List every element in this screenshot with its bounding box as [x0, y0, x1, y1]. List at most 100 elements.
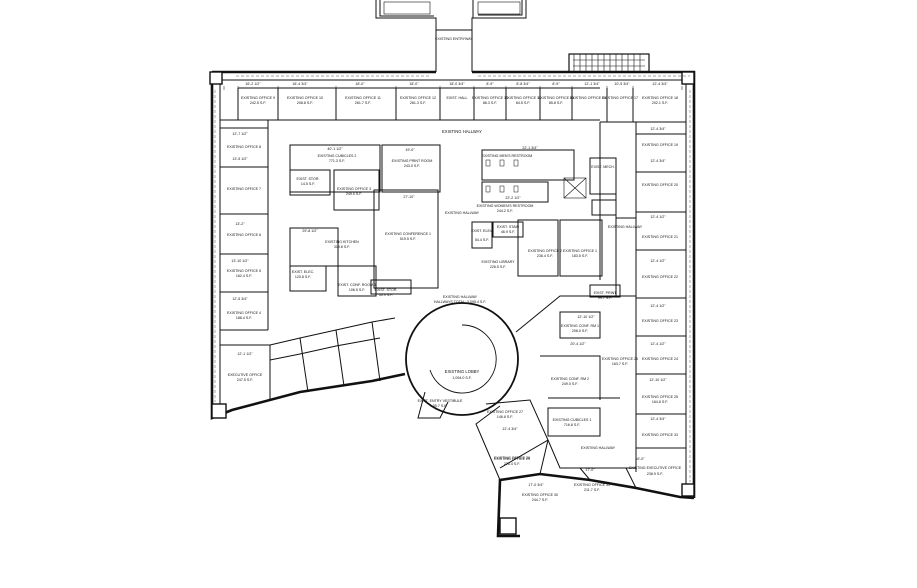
svg-text:208.8 S.F.: 208.8 S.F.: [297, 101, 313, 105]
label-storage-2: EXIST. STOR.50.9 S.F.: [375, 288, 398, 297]
svg-text:EXISTING PRINT ROOM: EXISTING PRINT ROOM: [392, 159, 433, 163]
svg-text:261.3 S.F.: 261.3 S.F.: [410, 101, 426, 105]
svg-text:13'-5 1/2": 13'-5 1/2": [232, 157, 248, 161]
svg-text:EXISTING OFFICE 21: EXISTING OFFICE 21: [642, 235, 678, 239]
svg-text:206.0 S.F.: 206.0 S.F.: [572, 329, 588, 333]
label-office-17: 10'-5 3/4"EXISTING OFFICE 17: [602, 82, 638, 100]
svg-text:EXIST. HALL: EXIST. HALL: [447, 96, 468, 100]
svg-text:12'-7 1/2": 12'-7 1/2": [232, 132, 248, 136]
svg-text:19'-0": 19'-0": [405, 148, 415, 152]
svg-text:46.9 S.F.: 46.9 S.F.: [501, 230, 515, 234]
label-office-7: 13'-5 1/2"EXISTING OFFICE 7: [227, 157, 261, 191]
label-office-6: 13'-2"EXISTING OFFICE 6: [227, 222, 261, 237]
svg-text:EXISTING CONF. RM 1: EXISTING CONF. RM 1: [561, 324, 599, 328]
svg-text:EXIST. STOR.: EXIST. STOR.: [375, 288, 398, 292]
svg-text:8'-9": 8'-9": [552, 82, 560, 86]
svg-text:EXISTING CUBICLES 2: EXISTING CUBICLES 2: [318, 154, 357, 158]
svg-text:EXISTING WOMEN'S RESTROOM: EXISTING WOMEN'S RESTROOM: [477, 204, 534, 208]
svg-text:12'-4 3/4": 12'-4 3/4": [650, 417, 666, 421]
label-office-33: 12'-4 3/4" EXISTING OFFICE 33: [642, 417, 678, 437]
svg-text:236.4 S.F.: 236.4 S.F.: [537, 254, 553, 258]
corner-columns: [209, 71, 695, 535]
svg-text:12'-4 3/4": 12'-4 3/4": [650, 159, 666, 163]
svg-text:211.7 S.F.: 211.7 S.F.: [584, 488, 600, 492]
label-office-23: 12'-4 1/2"EXISTING OFFICE 23: [642, 304, 678, 323]
svg-text:HALLWAYS TOTAL: 3,095.4 S.F.: HALLWAYS TOTAL: 3,095.4 S.F.: [434, 300, 486, 304]
svg-text:EXISTING OFFICE 9: EXISTING OFFICE 9: [241, 96, 275, 100]
label-mens-restroom: 22'-1 3/4"EXISTING MEN'S RESTROOM: [482, 146, 539, 158]
svg-text:164.8 S.F.: 164.8 S.F.: [652, 400, 668, 404]
svg-text:17'-0": 17'-0": [585, 468, 595, 472]
label-office-32: 16'-0": [635, 457, 645, 461]
svg-text:EXISTING OFFICE 3: EXISTING OFFICE 3: [337, 187, 371, 191]
svg-text:18'-0": 18'-0": [409, 82, 419, 86]
svg-text:EXISTING CONF. RM 2: EXISTING CONF. RM 2: [551, 377, 589, 381]
svg-text:10'-5 3/4": 10'-5 3/4": [614, 82, 630, 86]
svg-text:20'-4 1/2": 20'-4 1/2": [570, 342, 586, 346]
label-office-28: 12'-4 3/4"EXISTING OFFICE 28: [494, 427, 530, 460]
svg-text:EXISTING EXECUTIVE OFFICE: EXISTING EXECUTIVE OFFICE: [629, 466, 682, 470]
svg-text:EXISTING OFFICE 14: EXISTING OFFICE 14: [505, 96, 541, 100]
label-office-20: 12'-4 3/4"EXISTING OFFICE 20: [642, 159, 678, 187]
svg-text:99.7 S.F.: 99.7 S.F.: [598, 296, 612, 300]
svg-text:12'-10 1/2": 12'-10 1/2": [577, 315, 595, 319]
svg-text:22'-2 1/2": 22'-2 1/2": [505, 196, 521, 200]
svg-text:84.5 S.F.: 84.5 S.F.: [516, 101, 530, 105]
svg-text:EXISTING OFFICE 22: EXISTING OFFICE 22: [642, 275, 678, 279]
svg-text:EXISTING OFFICE 24: EXISTING OFFICE 24: [642, 357, 678, 361]
svg-text:8'-9": 8'-9": [486, 82, 494, 86]
svg-text:249.0 S.F.: 249.0 S.F.: [346, 192, 362, 196]
svg-text:85.8 S.F.: 85.8 S.F.: [549, 101, 563, 105]
svg-text:13'-2": 13'-2": [235, 222, 245, 226]
svg-text:13'-10 1/2": 13'-10 1/2": [231, 259, 249, 263]
label-office-21: 12'-4 1/2"EXISTING OFFICE 21: [642, 215, 678, 239]
svg-text:EXISTING OFFICE 31: EXISTING OFFICE 31: [574, 483, 610, 487]
svg-text:40'-1 1/2": 40'-1 1/2": [327, 147, 343, 151]
svg-text:17'-0 3/4": 17'-0 3/4": [528, 483, 544, 487]
svg-text:EXISTING LIBRARY: EXISTING LIBRARY: [481, 260, 515, 264]
svg-text:50.9 S.F.: 50.9 S.F.: [379, 293, 393, 297]
svg-text:EXISTING OFFICE 33: EXISTING OFFICE 33: [642, 433, 678, 437]
svg-text:261.7 S.F.: 261.7 S.F.: [355, 101, 371, 105]
svg-text:EXISTING OFFICE 26: EXISTING OFFICE 26: [602, 357, 638, 361]
window-lines: [214, 75, 691, 482]
svg-text:771.3 S.F.: 771.3 S.F.: [329, 159, 345, 163]
svg-text:188.4 S.F.: 188.4 S.F.: [236, 316, 252, 320]
svg-text:EXIST. CONF. ROOM 1: EXIST. CONF. ROOM 1: [338, 283, 376, 287]
svg-text:18'-4 3/4": 18'-4 3/4": [292, 82, 308, 86]
lower-left-wing: [269, 317, 396, 393]
svg-text:12'-4 3/4": 12'-4 3/4": [652, 82, 668, 86]
svg-text:163.7 S.F.: 163.7 S.F.: [612, 362, 628, 366]
svg-text:249.0 S.F.: 249.0 S.F.: [562, 382, 578, 386]
svg-text:EXISTING HALLWAY: EXISTING HALLWAY: [581, 446, 616, 450]
svg-text:247.5 S.F.: 247.5 S.F.: [237, 378, 253, 382]
right-office-walls: [635, 122, 686, 472]
svg-text:1,094.0 S.F.: 1,094.0 S.F.: [452, 376, 471, 380]
label-hallway-right: EXISTING HALLWAY: [608, 225, 643, 229]
svg-text:EXISTING OFFICE 2: EXISTING OFFICE 2: [528, 249, 562, 253]
svg-text:EXIST. STAIR: EXIST. STAIR: [497, 225, 520, 229]
lobby: [405, 302, 519, 419]
